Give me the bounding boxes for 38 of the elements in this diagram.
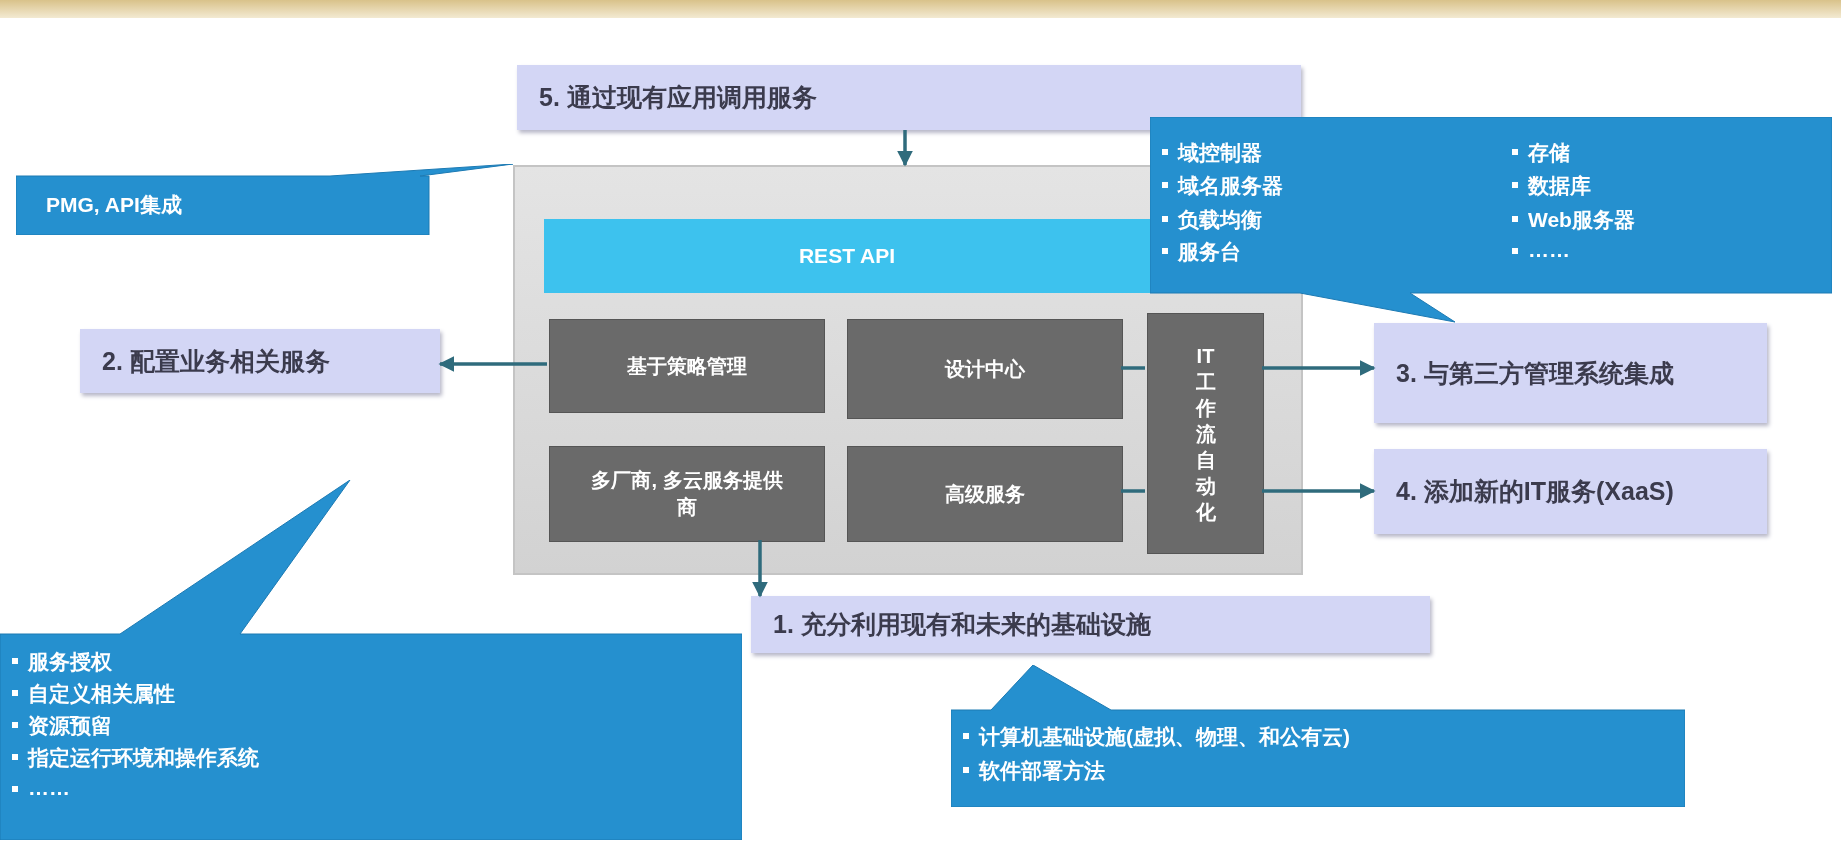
callout-text: 指定运行环境和操作系统 bbox=[28, 745, 259, 771]
callout-text: …… bbox=[1528, 238, 1570, 262]
service-box: 4. 添加新的IT服务(XaaS) bbox=[1374, 449, 1767, 534]
arrow bbox=[1262, 360, 1376, 376]
callout bbox=[16, 164, 513, 235]
service-box: 2. 配置业务相关服务 bbox=[80, 329, 440, 393]
callout-text: PMG, API集成 bbox=[46, 192, 182, 218]
connector-line bbox=[1121, 489, 1145, 493]
callout-text: 域名服务器 bbox=[1178, 173, 1283, 199]
workflow-box: IT 工作流自动化 bbox=[1147, 313, 1264, 554]
module-box: 基于策略管理 bbox=[549, 319, 825, 413]
callout bbox=[1150, 117, 1832, 323]
callout-text: 服务台 bbox=[1178, 239, 1241, 265]
callout-text: 软件部署方法 bbox=[979, 758, 1105, 784]
callout-text: 负载均衡 bbox=[1178, 207, 1262, 233]
platform-panel bbox=[513, 165, 1303, 575]
callout-text: 计算机基础设施(虚拟、物理、和公有云) bbox=[979, 724, 1350, 750]
api-bar: REST API bbox=[544, 219, 1150, 293]
module-box: 多厂商, 多云服务提供商 bbox=[549, 446, 825, 542]
module-box: 高级服务 bbox=[847, 446, 1123, 542]
callout-text: 自定义相关属性 bbox=[28, 681, 175, 707]
callout-text: Web服务器 bbox=[1528, 207, 1635, 233]
arrow bbox=[1262, 483, 1376, 499]
arrow bbox=[438, 356, 547, 372]
arrow bbox=[897, 130, 913, 167]
service-box: 5. 通过现有应用调用服务 bbox=[517, 65, 1301, 130]
callout-text: 域控制器 bbox=[1178, 140, 1262, 166]
module-box: 设计中心 bbox=[847, 319, 1123, 419]
service-box: 1. 充分利用现有和未来的基础设施 bbox=[751, 596, 1430, 653]
service-box: 3. 与第三方管理系统集成 bbox=[1374, 323, 1767, 423]
callout-text: 数据库 bbox=[1528, 173, 1591, 199]
callout bbox=[951, 665, 1685, 807]
connector-line bbox=[1121, 366, 1145, 370]
callout-text: 资源预留 bbox=[28, 713, 112, 739]
callout-text: 存储 bbox=[1528, 140, 1570, 166]
callout-text: …… bbox=[28, 776, 70, 800]
arrow bbox=[752, 540, 768, 598]
callout-text: 服务授权 bbox=[28, 649, 112, 675]
